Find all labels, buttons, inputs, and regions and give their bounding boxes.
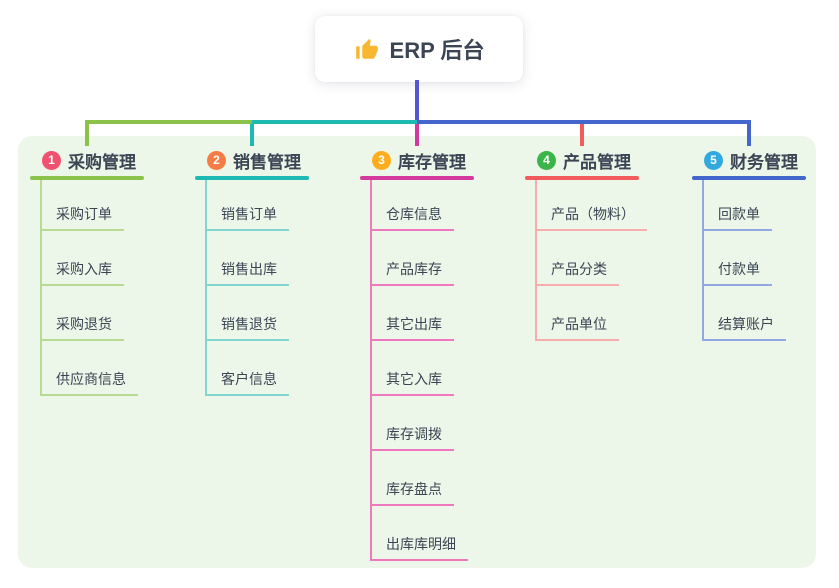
branch-drop-connector (85, 124, 89, 146)
child-item[interactable]: 销售退货 (205, 316, 289, 341)
branch-title-1[interactable]: 1 采购管理 (42, 148, 136, 172)
child-item[interactable]: 库存调拨 (370, 426, 454, 451)
branch-index-badge: 4 (537, 150, 556, 170)
rail-segment-3 (417, 120, 751, 124)
branches-panel (18, 136, 816, 568)
child-item[interactable]: 销售订单 (205, 206, 289, 231)
branch-drop-connector (580, 124, 584, 146)
branch-title-underline (525, 176, 639, 180)
branch-index-badge: 2 (207, 150, 226, 170)
branch-title-label: 产品管理 (563, 152, 631, 172)
branch-title-4[interactable]: 4 产品管理 (537, 148, 631, 172)
branch-index-badge: 1 (42, 150, 61, 170)
child-item[interactable]: 出库库明细 (370, 536, 468, 561)
child-item[interactable]: 销售出库 (205, 261, 289, 286)
child-item[interactable]: 库存盘点 (370, 481, 454, 506)
child-item[interactable]: 产品（物料） (535, 206, 647, 231)
child-item[interactable]: 客户信息 (205, 371, 289, 396)
root-connector (415, 80, 419, 124)
child-item[interactable]: 供应商信息 (40, 371, 138, 396)
child-item[interactable]: 产品单位 (535, 316, 619, 341)
children-connector-line (535, 180, 537, 341)
branch-title-5[interactable]: 5 财务管理 (704, 148, 798, 172)
branch-index-badge: 5 (704, 150, 723, 170)
branch-drop-connector (747, 124, 751, 146)
child-item[interactable]: 产品分类 (535, 261, 619, 286)
child-item[interactable]: 采购入库 (40, 261, 124, 286)
branch-title-underline (692, 176, 806, 180)
branch-title-label: 销售管理 (233, 152, 301, 172)
child-item[interactable]: 仓库信息 (370, 206, 454, 231)
branch-drop-connector (415, 124, 419, 146)
branch-title-label: 采购管理 (68, 152, 136, 172)
child-item[interactable]: 采购订单 (40, 206, 124, 231)
children-connector-line (205, 180, 207, 396)
rail-segment-1 (85, 120, 252, 124)
branch-title-underline (360, 176, 474, 180)
child-item[interactable]: 回款单 (702, 206, 772, 231)
root-node[interactable]: ERP 后台 (315, 16, 523, 82)
branch-title-label: 财务管理 (730, 152, 798, 172)
branch-title-label: 库存管理 (398, 152, 466, 172)
thumbs-up-icon (354, 36, 380, 62)
children-connector-line (40, 180, 42, 396)
branch-title-2[interactable]: 2 销售管理 (207, 148, 301, 172)
child-item[interactable]: 付款单 (702, 261, 772, 286)
branch-title-3[interactable]: 3 库存管理 (372, 148, 466, 172)
root-title: ERP 后台 (389, 38, 485, 63)
rail-segment-2 (252, 120, 417, 124)
child-item[interactable]: 产品库存 (370, 261, 454, 286)
branch-drop-connector (250, 124, 254, 146)
child-item[interactable]: 结算账户 (702, 316, 786, 341)
branch-title-underline (195, 176, 309, 180)
branch-title-underline (30, 176, 144, 180)
children-connector-line (702, 180, 704, 341)
child-item[interactable]: 其它入库 (370, 371, 454, 396)
child-item[interactable]: 其它出库 (370, 316, 454, 341)
children-connector-line (370, 180, 372, 561)
child-item[interactable]: 采购退货 (40, 316, 124, 341)
branch-index-badge: 3 (372, 150, 391, 170)
